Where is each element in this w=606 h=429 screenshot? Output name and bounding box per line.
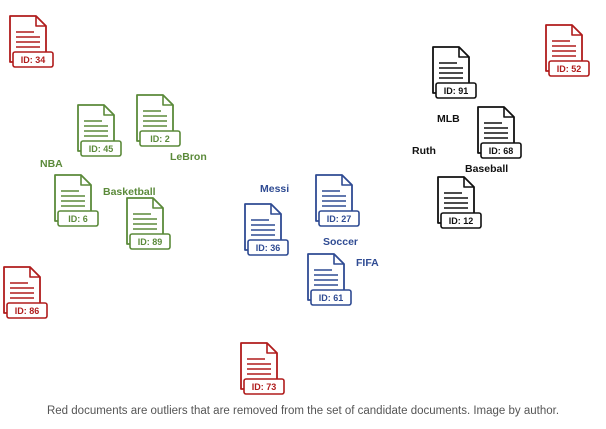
page-fold	[503, 107, 514, 118]
document-id-label: ID: 2	[150, 134, 170, 144]
page-fold	[463, 177, 474, 188]
document-page	[9, 15, 47, 63]
page-fold	[152, 198, 163, 209]
page-fold	[162, 95, 173, 106]
document-id-label: ID: 61	[319, 293, 344, 303]
id-badge	[6, 302, 48, 319]
id-badge	[12, 51, 54, 68]
document-page	[77, 104, 115, 152]
document-red-1: ID: 52	[545, 24, 590, 77]
id-badge	[129, 233, 171, 250]
id-badge	[440, 212, 482, 229]
document-green-2: ID: 45	[77, 104, 122, 157]
document-page	[126, 197, 164, 245]
page-fold	[270, 204, 281, 215]
id-badge	[139, 130, 181, 147]
document-id-label: ID: 36	[256, 243, 281, 253]
document-id-label: ID: 68	[489, 146, 514, 156]
document-red-13: ID: 73	[240, 342, 285, 395]
document-page	[432, 46, 470, 94]
document-cluster-diagram: ID: 34 ID: 52 ID: 45 ID: 2 ID: 6 ID: 89 ID: 86…	[3, 15, 590, 395]
document-page	[240, 342, 278, 390]
document-page	[545, 24, 583, 72]
keyword-lebron: LeBron	[170, 151, 207, 163]
keyword-nba: NBA	[40, 158, 63, 170]
document-red-6: ID: 86	[3, 266, 48, 319]
document-blue-8: ID: 27	[315, 174, 360, 227]
document-page	[307, 253, 345, 301]
document-id-label: ID: 73	[252, 382, 277, 392]
document-red-0: ID: 34	[9, 15, 54, 68]
id-badge	[548, 60, 590, 77]
document-green-5: ID: 89	[126, 197, 171, 250]
page-fold	[341, 175, 352, 186]
document-page	[244, 203, 282, 251]
document-id-label: ID: 86	[15, 306, 40, 316]
keyword-messi: Messi	[260, 183, 289, 195]
document-page	[136, 94, 174, 142]
page-fold	[29, 267, 40, 278]
id-badge	[310, 289, 352, 306]
document-green-4: ID: 6	[54, 174, 99, 227]
page-fold	[266, 343, 277, 354]
document-id-label: ID: 27	[327, 214, 352, 224]
keyword-baseball: Baseball	[465, 163, 508, 175]
document-green-3: ID: 2	[136, 94, 181, 147]
document-id-label: ID: 6	[68, 214, 88, 224]
id-badge	[247, 239, 289, 256]
id-badge	[57, 210, 99, 227]
document-page	[437, 176, 475, 224]
document-blue-9: ID: 61	[307, 253, 352, 306]
document-black-11: ID: 68	[477, 106, 522, 159]
document-id-label: ID: 12	[449, 216, 474, 226]
id-badge	[480, 142, 522, 159]
id-badge	[318, 210, 360, 227]
id-badge	[243, 378, 285, 395]
page-fold	[35, 16, 46, 27]
document-page	[54, 174, 92, 222]
document-id-label: ID: 52	[557, 64, 582, 74]
document-page	[3, 266, 41, 314]
page-fold	[103, 105, 114, 116]
document-black-10: ID: 91	[432, 46, 477, 99]
keyword-ruth: Ruth	[412, 145, 436, 157]
document-id-label: ID: 34	[21, 55, 46, 65]
document-blue-7: ID: 36	[244, 203, 289, 256]
page-fold	[458, 47, 469, 58]
document-id-label: ID: 89	[138, 237, 163, 247]
figure-caption: Red documents are outliers that are remo…	[46, 405, 560, 417]
keyword-basketball: Basketball	[103, 186, 156, 198]
page-fold	[333, 254, 344, 265]
document-id-label: ID: 45	[89, 144, 114, 154]
id-badge	[435, 82, 477, 99]
document-page	[315, 174, 353, 222]
document-black-12: ID: 12	[437, 176, 482, 229]
page-fold	[571, 25, 582, 36]
keyword-soccer: Soccer	[323, 236, 358, 248]
keyword-mlb: MLB	[437, 113, 460, 125]
page-fold	[80, 175, 91, 186]
keyword-fifa: FIFA	[356, 257, 379, 269]
id-badge	[80, 140, 122, 157]
document-page	[477, 106, 515, 154]
document-id-label: ID: 91	[444, 86, 469, 96]
